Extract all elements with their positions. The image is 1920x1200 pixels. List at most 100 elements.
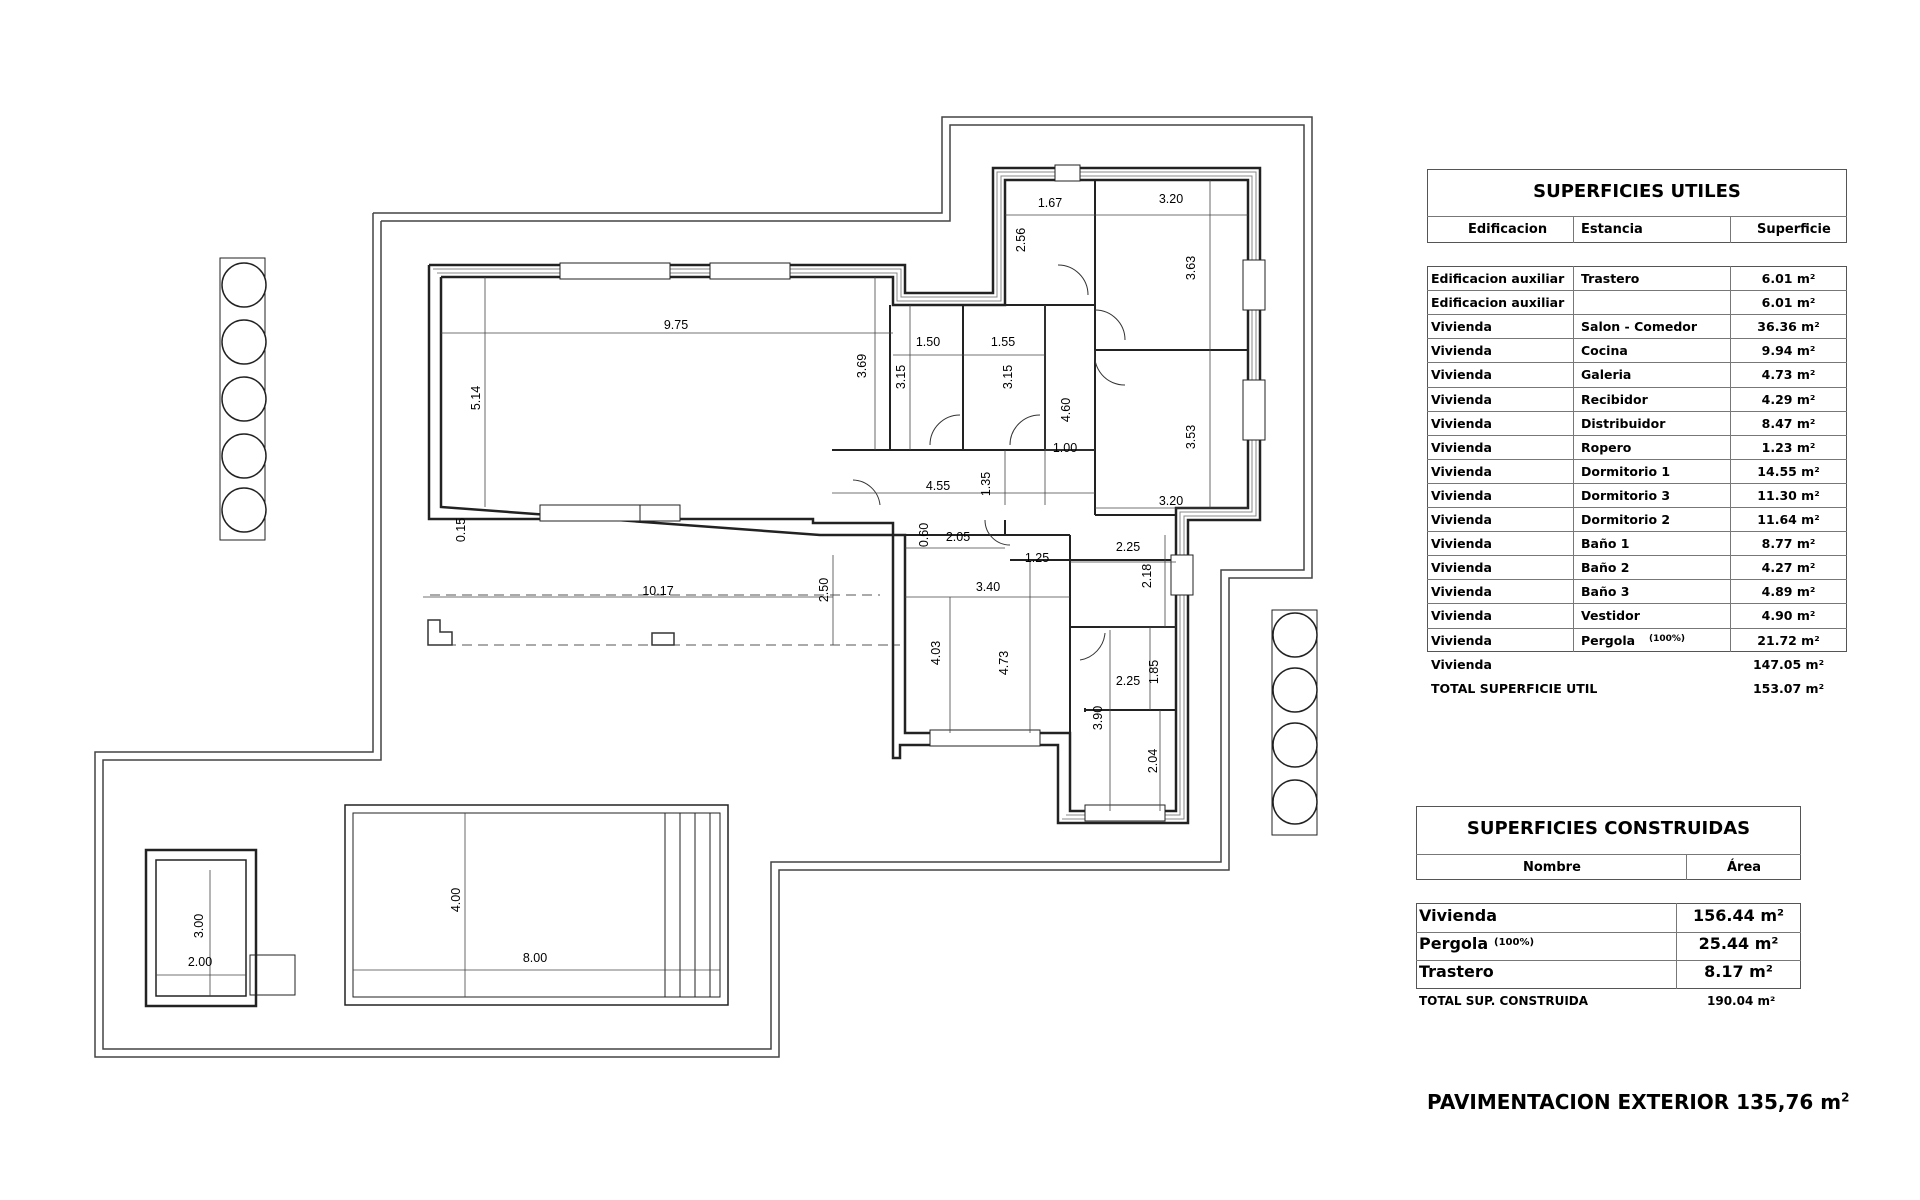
utiles-cell-edificacion: Vivienda — [1431, 367, 1492, 383]
dimension-label: 1.25 — [1025, 551, 1049, 565]
dimension-label: 3.00 — [192, 914, 206, 938]
construidas-cell-area: 8.17 m² — [1704, 962, 1773, 981]
utiles-row-divider — [1427, 314, 1847, 316]
utiles-title-box — [1427, 169, 1847, 243]
utiles-cell-superficie: 4.27 m² — [1761, 560, 1816, 576]
dimension-label: 4.60 — [1059, 398, 1073, 422]
pavimentacion-sup: 2 — [1841, 1090, 1850, 1105]
construidas-cell-note: (100%) — [1494, 937, 1535, 948]
utiles-cell-edificacion: Vivienda — [1431, 536, 1492, 552]
dimension-label: 3.90 — [1091, 706, 1105, 730]
dimension-label: 0.15 — [454, 518, 468, 542]
pavimentacion-label: PAVIMENTACION EXTERIOR 135,76 m2 — [1427, 1090, 1850, 1114]
utiles-row-divider — [1427, 362, 1847, 364]
utiles-cell-superficie: 8.77 m² — [1761, 536, 1816, 552]
dimension-label: 1.50 — [916, 335, 940, 349]
dimension-label: 4.73 — [997, 651, 1011, 675]
pool — [344, 804, 729, 1006]
utiles-header-superficie: Superficie — [1757, 222, 1831, 237]
dimension-label: 2.25 — [1116, 674, 1140, 688]
dimension-label: 0.60 — [917, 523, 931, 547]
dimension-label: 1.85 — [1147, 660, 1161, 684]
dimension-label: 2.56 — [1014, 228, 1028, 252]
dimension-label: 3.53 — [1184, 425, 1198, 449]
utiles-title: SUPERFICIES UTILES — [1533, 181, 1741, 202]
utiles-cell-superficie: 4.90 m² — [1761, 608, 1816, 624]
utiles-cell-superficie: 6.01 m² — [1761, 271, 1816, 286]
utiles-cell-superficie: 14.55 m² — [1757, 463, 1820, 479]
tree-column-right — [1271, 609, 1318, 836]
dimension-label: 8.00 — [523, 951, 547, 965]
dimension-label: 9.75 — [664, 318, 688, 332]
utiles-cell-estancia: Baño 2 — [1581, 560, 1630, 576]
construidas-cell-area: 156.44 m² — [1693, 906, 1784, 925]
utiles-cell-estancia: Dormitorio 2 — [1581, 512, 1671, 527]
utiles-row-divider — [1427, 410, 1847, 412]
house-walls — [427, 166, 1262, 825]
utiles-cell-superficie: 21.72 m² — [1757, 632, 1820, 648]
utiles-row-divider — [1427, 579, 1847, 581]
utiles-header-edificacion: Edificacion — [1468, 222, 1548, 237]
utiles-subtotal-value: 147.05 m² — [1752, 656, 1825, 672]
pergola-outline — [430, 594, 900, 646]
dimension-label: 2.04 — [1146, 749, 1160, 773]
utiles-cell-estancia: Trastero — [1581, 271, 1640, 286]
utiles-cell-superficie: 4.89 m² — [1761, 584, 1816, 600]
utiles-cell-edificacion: Vivienda — [1431, 343, 1492, 359]
utiles-cell-estancia: Baño 1 — [1581, 536, 1630, 552]
utiles-total-value: 153.07 m² — [1752, 680, 1825, 696]
storage-shed — [144, 848, 296, 1008]
tree-column-left — [219, 257, 267, 541]
utiles-cell-superficie: 9.94 m² — [1761, 343, 1816, 359]
utiles-subtotal-label: Vivienda — [1431, 656, 1492, 672]
dimension-label: 1.55 — [991, 335, 1015, 349]
utiles-cell-edificacion: Vivienda — [1431, 319, 1492, 335]
dimension-label: 4.03 — [929, 641, 943, 665]
dimension-label: 2.00 — [188, 955, 212, 969]
utiles-cell-edificacion: Vivienda — [1431, 584, 1492, 600]
construidas-cell-nombre: Trastero — [1419, 962, 1494, 981]
utiles-cell-edificacion: Edificacion auxiliar — [1431, 271, 1565, 286]
terrace-outline — [94, 116, 1313, 1058]
dimension-label: 4.00 — [449, 888, 463, 912]
utiles-row-divider — [1427, 627, 1847, 629]
construidas-total-label: TOTAL SUP. CONSTRUIDA — [1419, 994, 1589, 1008]
utiles-row-divider — [1427, 555, 1847, 557]
utiles-cell-superficie: 8.47 m² — [1761, 415, 1816, 431]
utiles-row-divider — [1427, 507, 1847, 508]
utiles-cell-estancia: Cocina — [1581, 343, 1628, 359]
utiles-cell-superficie: 11.30 m² — [1757, 487, 1820, 503]
utiles-row-divider — [1427, 338, 1847, 340]
utiles-row-divider — [1427, 290, 1847, 292]
door-swings — [852, 264, 1126, 661]
dimension-label: 1.35 — [979, 472, 993, 496]
dimension-label: 3.40 — [976, 580, 1000, 594]
dimension-label: 3.15 — [894, 365, 908, 389]
construidas-header-area: Área — [1727, 860, 1762, 875]
dimension-lines — [156, 180, 1248, 997]
construidas-title-box — [1416, 806, 1801, 880]
utiles-row-divider — [1427, 434, 1847, 436]
dimension-labels: 9.755.143.691.503.151.553.154.601.004.55… — [188, 192, 1198, 969]
utiles-cell-superficie: 4.29 m² — [1761, 391, 1816, 407]
dimension-label: 10.17 — [642, 584, 673, 598]
utiles-cell-note: (100%) — [1649, 633, 1686, 644]
dimension-label: 2.05 — [946, 530, 970, 544]
utiles-cell-edificacion: Vivienda — [1431, 391, 1492, 407]
utiles-row-divider — [1427, 386, 1847, 388]
dimension-label: 3.20 — [1159, 192, 1183, 206]
utiles-header-estancia: Estancia — [1581, 222, 1643, 237]
construidas-cell-nombre: Vivienda — [1419, 906, 1497, 925]
dimension-label: 3.20 — [1159, 494, 1183, 508]
utiles-cell-edificacion: Vivienda — [1431, 632, 1492, 648]
utiles-cell-estancia: Salon - Comedor — [1581, 319, 1698, 335]
dimension-label: 3.69 — [855, 354, 869, 378]
utiles-row-divider — [1427, 482, 1847, 484]
dimension-label: 5.14 — [469, 386, 483, 410]
utiles-row-divider — [1427, 603, 1847, 605]
dimension-label: 2.25 — [1116, 540, 1140, 554]
utiles-cell-estancia: Recibidor — [1581, 391, 1648, 407]
construidas-cell-area: 25.44 m² — [1698, 934, 1779, 953]
utiles-cell-estancia: Vestidor — [1581, 608, 1640, 624]
